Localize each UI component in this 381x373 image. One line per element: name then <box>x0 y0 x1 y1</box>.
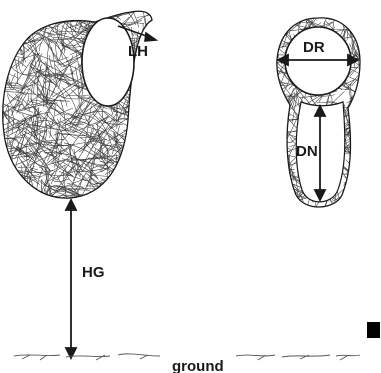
entrance-opening <box>285 27 351 95</box>
corner-marker <box>367 322 380 338</box>
side-view-nest <box>0 0 174 218</box>
hg-label: HG <box>82 264 105 281</box>
lh-label: LH <box>128 43 148 60</box>
dr-label: DR <box>303 39 325 56</box>
ground-label: ground <box>172 358 224 373</box>
hg-arrow <box>66 200 76 358</box>
nest-entrance-hole <box>82 18 134 106</box>
dn-label: DN <box>296 143 318 160</box>
